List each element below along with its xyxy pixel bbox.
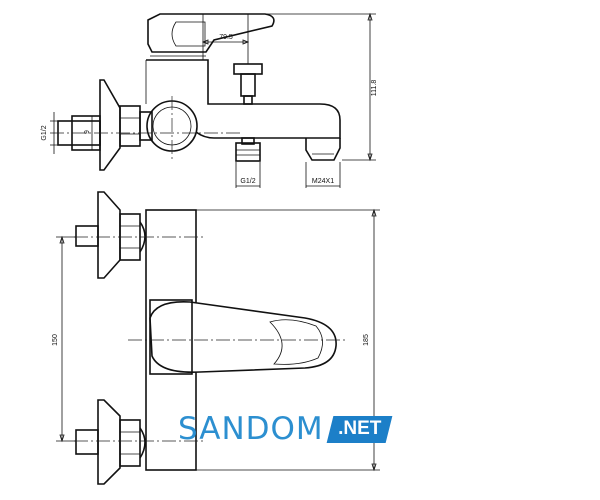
watermark-tld-badge: .NET [326,415,393,443]
side-view: 79.5 111.8 G1/2 9 G1/2 M24X1 [41,12,378,188]
watermark-name: SANDOM [178,411,324,447]
mixer-body [146,59,341,139]
shower-outlet [235,142,261,162]
dim-inlet-offset: 9 [84,130,91,134]
flange-upper [97,191,121,279]
front-handle [149,301,337,373]
dim-body-length: 185 [363,334,370,346]
hex-nut [119,105,141,147]
diverter-knob [233,63,263,75]
dim-inlet-thread: G1/2 [41,125,48,140]
front-view: 150 185 [52,191,380,485]
dim-aerator-thread: M24X1 [312,178,334,185]
eccentric-connector [139,111,153,141]
wall-flange-top [99,79,121,171]
dim-center-distance: 150 [52,334,59,346]
dim-spout-reach: 79.5 [219,34,233,41]
dim-height: 111.8 [371,80,378,97]
watermark-logo: SANDOM .NET [178,411,393,447]
flange-lower [97,399,121,485]
lever-handle [147,13,275,53]
dim-outlet-thread: G1/2 [240,178,255,185]
watermark-tld: .NET [337,417,382,439]
spout-aerator [305,138,341,161]
